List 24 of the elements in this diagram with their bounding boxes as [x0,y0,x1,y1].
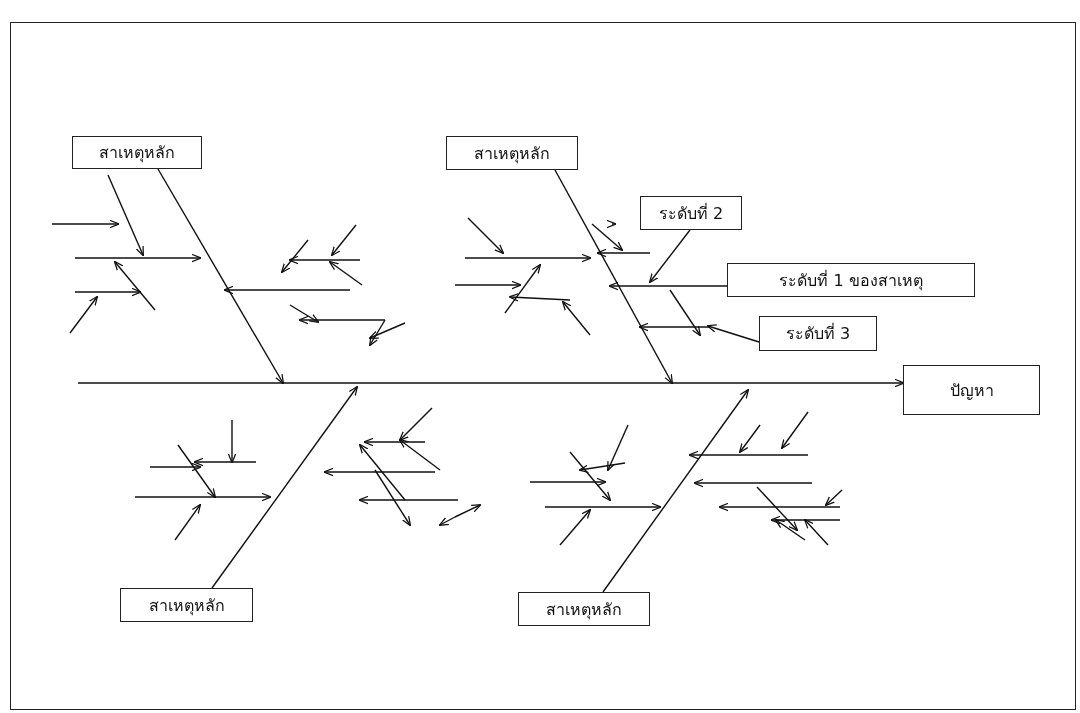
label-text: ระดับที่ 3 [785,322,851,345]
bone-arrow [211,385,359,589]
spine-arrow [77,378,905,388]
label-box [759,316,877,351]
label-text: ระดับที่ 2 [658,202,724,225]
label-text: สาเหตุหลัก [474,142,550,166]
label-box [727,263,975,297]
label-text: สาเหตุหลัก [546,598,622,622]
label-box [72,136,202,169]
bone-arrow [554,169,674,385]
bone-arrow [157,168,285,385]
label-box [640,196,742,230]
label-box [903,365,1040,415]
label-text: สาเหตุหลัก [148,594,225,618]
label-box [518,592,650,626]
leader-line [706,324,760,343]
leader-line [648,229,691,284]
label-text: ระดับที่ 1 ของสาเหตุ [779,269,923,293]
label-text: สาเหตุหลัก [99,142,175,165]
label-box [120,588,253,622]
bone-arrow [602,388,750,593]
leader-line [608,281,728,291]
label-text: ปัญหา [949,379,994,402]
label-box [446,136,578,170]
